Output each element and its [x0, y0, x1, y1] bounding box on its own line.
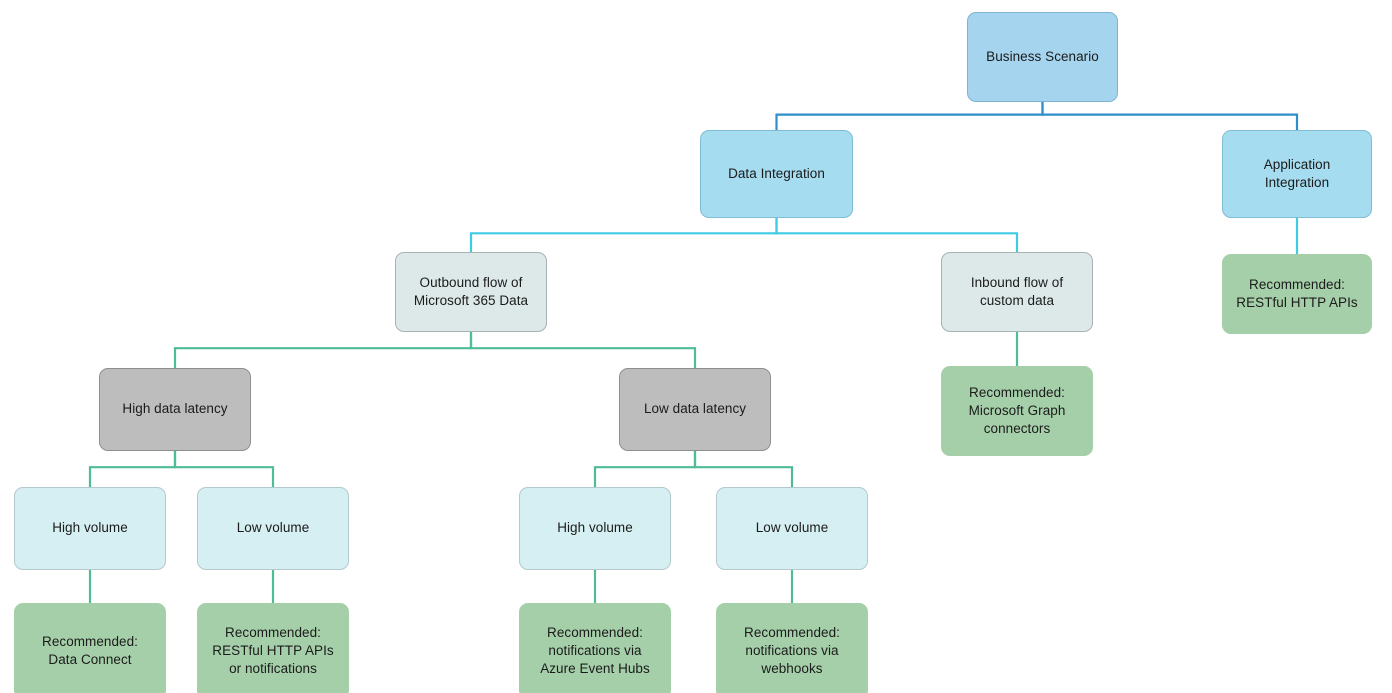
node-label: High volume — [557, 520, 633, 536]
connector-e-scenario-application-integration — [1041, 100, 1299, 132]
node-label: Recommended: Microsoft Graph connectors — [968, 384, 1066, 437]
node-label: Low volume — [755, 520, 829, 536]
node-label: Outbound flow of Microsoft 365 Data — [413, 274, 529, 308]
node-rec-graph-connectors[interactable]: Recommended: Microsoft Graph connectors — [941, 366, 1093, 456]
node-label: Low volume — [236, 520, 310, 536]
node-label: Recommended: notifications via webhooks — [744, 624, 840, 677]
node-label: Low data latency — [643, 401, 747, 417]
node-low-volume-latency-low[interactable]: Low volume — [716, 487, 868, 570]
node-label: Recommended: notifications via Azure Eve… — [540, 624, 650, 677]
connector-e-data-integration-inbound — [775, 216, 1019, 254]
node-high-volume-latency-low[interactable]: High volume — [519, 487, 671, 570]
node-label: Business Scenario — [986, 48, 1099, 64]
node-high-data-latency[interactable]: High data latency — [99, 368, 251, 451]
node-label: High data latency — [122, 401, 228, 417]
connector-e-low-latency-low-volume — [693, 449, 794, 489]
node-inbound-flow[interactable]: Inbound flow of custom data — [941, 252, 1093, 332]
node-label: Recommended: Data Connect — [42, 633, 138, 667]
node-application-integration[interactable]: Application Integration — [1222, 130, 1372, 218]
node-rec-azure-event-hubs[interactable]: Recommended: notifications via Azure Eve… — [519, 603, 671, 693]
node-rec-restful-or-notifications[interactable]: Recommended: RESTful HTTP APIs or notifi… — [197, 603, 349, 693]
node-rec-restful-http-apis[interactable]: Recommended: RESTful HTTP APIs — [1222, 254, 1372, 334]
node-label: High volume — [52, 520, 128, 536]
node-label: Recommended: RESTful HTTP APIs or notifi… — [212, 624, 334, 677]
connector-e-low-latency-high-volume — [593, 449, 697, 489]
connector-e-high-latency-high-volume — [88, 449, 177, 489]
node-label: Data Integration — [728, 165, 825, 181]
node-data-integration[interactable]: Data Integration — [700, 130, 853, 218]
node-business-scenario[interactable]: Business Scenario — [967, 12, 1118, 102]
node-high-volume-latency-high[interactable]: High volume — [14, 487, 166, 570]
node-label: Recommended: RESTful HTTP APIs — [1236, 276, 1358, 310]
connector-e-outbound-high-latency — [173, 330, 473, 370]
connector-e-scenario-data-integration — [775, 100, 1044, 132]
connector-e-data-integration-outbound — [469, 216, 778, 254]
node-label: Inbound flow of custom data — [970, 274, 1064, 308]
node-label: Application Integration — [1263, 156, 1331, 190]
node-rec-webhooks[interactable]: Recommended: notifications via webhooks — [716, 603, 868, 693]
connector-e-outbound-low-latency — [469, 330, 697, 370]
node-low-volume-latency-high[interactable]: Low volume — [197, 487, 349, 570]
node-rec-data-connect[interactable]: Recommended: Data Connect — [14, 603, 166, 693]
node-outbound-flow[interactable]: Outbound flow of Microsoft 365 Data — [395, 252, 547, 332]
node-low-data-latency[interactable]: Low data latency — [619, 368, 771, 451]
connector-e-high-latency-low-volume — [173, 449, 275, 489]
